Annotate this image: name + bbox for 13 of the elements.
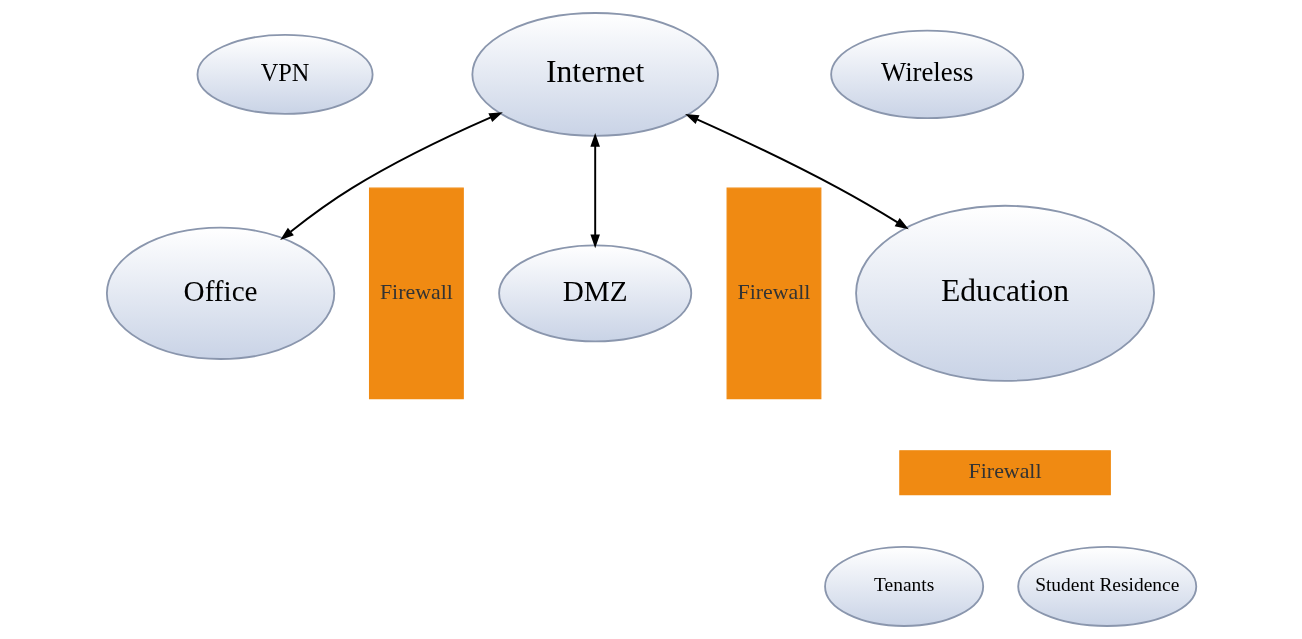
node-ellipse: Tenants xyxy=(823,546,984,627)
node-ellipse: Student Residence xyxy=(1016,546,1197,627)
arrow xyxy=(684,114,909,230)
node-box: Firewall xyxy=(368,187,464,400)
node-ellipse: Wireless xyxy=(829,29,1024,120)
node-ellipse: Education xyxy=(854,204,1155,382)
node-ellipse: DMZ xyxy=(497,244,692,343)
node-box: Firewall xyxy=(898,450,1111,496)
node-ellipse: Internet xyxy=(470,12,719,137)
arrow xyxy=(279,112,503,241)
node-box: Firewall xyxy=(726,187,821,400)
node-ellipse: VPN xyxy=(196,34,374,115)
arrow xyxy=(589,133,600,249)
